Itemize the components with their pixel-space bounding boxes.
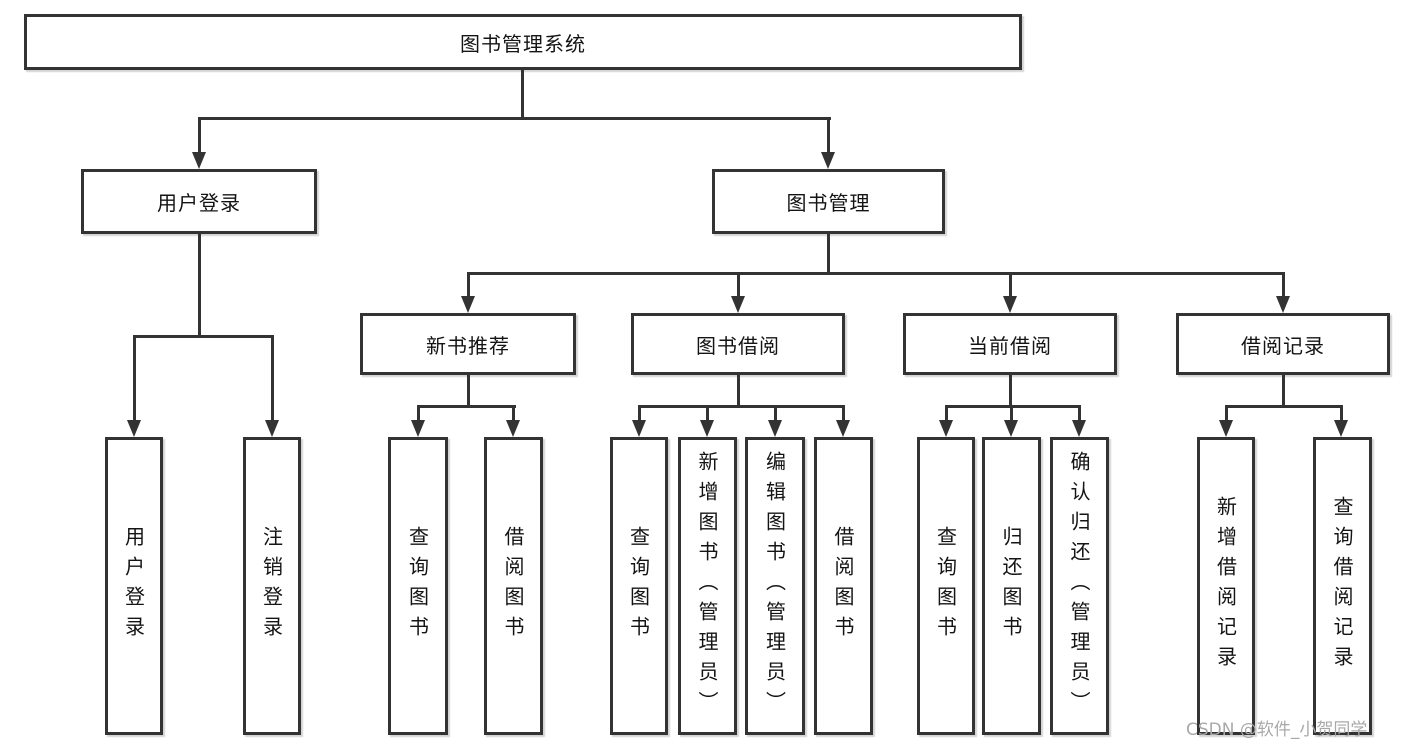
connector-line — [198, 234, 201, 338]
connector-line — [1225, 405, 1228, 423]
node-label: 用户登录 — [121, 526, 146, 646]
connector-line — [467, 272, 1285, 275]
connector-line — [706, 405, 709, 423]
arrowhead-icon — [506, 420, 520, 437]
arrowhead-icon — [632, 420, 646, 437]
node-label: 查询借阅记录 — [1330, 496, 1354, 676]
leaf-user-login: 用户登录 — [105, 437, 163, 735]
arrowhead-icon — [1276, 296, 1290, 313]
node-label: 借阅图书 — [831, 526, 855, 646]
connector-line — [467, 375, 470, 408]
connector-line — [1010, 405, 1013, 423]
connector-line — [1340, 405, 1343, 423]
leaf-query-books-current: 查询图书 — [917, 437, 975, 735]
connector-line — [737, 375, 740, 408]
node-label: 图书管理 — [786, 191, 871, 215]
node-label: 查询图书 — [405, 526, 430, 646]
connector-line — [945, 405, 948, 423]
connector-line — [133, 335, 274, 338]
node-label: 确认归还（管理员） — [1067, 451, 1091, 721]
arrowhead-icon — [731, 296, 745, 313]
node-label: 注销登录 — [259, 526, 284, 646]
connector-line — [133, 335, 136, 423]
node-current-borrowing: 当前借阅 — [903, 313, 1117, 375]
node-label: 借阅图书 — [501, 526, 525, 646]
arrowhead-icon — [836, 420, 850, 437]
leaf-return-books: 归还图书 — [982, 437, 1041, 735]
connector-line — [1009, 375, 1012, 408]
connector-line — [271, 335, 274, 423]
connector-line — [638, 405, 845, 408]
node-label: 图书管理系统 — [460, 31, 586, 56]
leaf-logout: 注销登录 — [243, 437, 301, 735]
leaf-confirm-return-admin: 确认归还（管理员） — [1050, 437, 1109, 735]
connector-line — [737, 272, 740, 300]
leaf-query-borrowing-record: 查询借阅记录 — [1313, 437, 1372, 735]
node-borrowing-records: 借阅记录 — [1176, 313, 1390, 375]
arrowhead-icon — [1072, 420, 1086, 437]
node-label: 借阅记录 — [1241, 333, 1325, 358]
arrowhead-icon — [192, 152, 206, 169]
arrowhead-icon — [1004, 420, 1018, 437]
arrowhead-icon — [1219, 420, 1233, 437]
connector-line — [1282, 272, 1285, 300]
arrowhead-icon — [1003, 296, 1017, 313]
leaf-borrow-books-recommendation: 借阅图书 — [484, 437, 543, 735]
connector-line — [417, 405, 420, 423]
arrowhead-icon — [700, 420, 714, 437]
node-label: 新书推荐 — [426, 333, 510, 358]
node-label: 编辑图书（管理员） — [762, 451, 787, 721]
connector-line — [1009, 272, 1012, 300]
node-new-book-recommendation: 新书推荐 — [360, 313, 576, 375]
arrowhead-icon — [1334, 420, 1348, 437]
connector-line — [827, 117, 830, 155]
node-book-management: 图书管理 — [712, 169, 945, 234]
connector-line — [512, 405, 515, 423]
leaf-query-books-borrowing: 查询图书 — [610, 437, 668, 735]
node-label: 查询图书 — [933, 526, 958, 646]
node-label: 用户登录 — [157, 191, 241, 215]
connector-line — [842, 405, 845, 423]
connector-line — [1282, 375, 1285, 408]
connector-line — [1078, 405, 1081, 423]
connector-line — [827, 234, 830, 275]
leaf-edit-book-admin: 编辑图书（管理员） — [745, 437, 805, 735]
connector-line — [198, 117, 201, 155]
arrowhead-icon — [265, 420, 279, 437]
node-label: 新增图书（管理员） — [695, 451, 719, 721]
arrowhead-icon — [411, 420, 425, 437]
node-book-borrowing: 图书借阅 — [631, 313, 845, 375]
connector-line — [467, 272, 470, 300]
connector-line — [417, 405, 516, 408]
node-label: 图书借阅 — [696, 333, 780, 358]
connector-line — [774, 405, 777, 423]
csdn-watermark: CSDN @软件_小贺同学 — [1186, 720, 1368, 740]
node-library-management-system: 图书管理系统 — [24, 14, 1022, 70]
arrowhead-icon — [939, 420, 953, 437]
connector-line — [1225, 405, 1342, 408]
leaf-add-borrowing-record: 新增借阅记录 — [1197, 437, 1255, 735]
arrowhead-icon — [461, 296, 475, 313]
node-label: 归还图书 — [999, 526, 1023, 646]
node-user-login: 用户登录 — [81, 169, 317, 234]
connector-line — [521, 70, 524, 119]
leaf-query-books-recommendation: 查询图书 — [388, 437, 448, 735]
node-label: 当前借阅 — [968, 333, 1052, 358]
node-label: 新增借阅记录 — [1213, 496, 1238, 676]
arrowhead-icon — [768, 420, 782, 437]
node-label: 查询图书 — [626, 526, 651, 646]
connector-line — [638, 405, 641, 423]
leaf-add-book-admin: 新增图书（管理员） — [678, 437, 737, 735]
arrowhead-icon — [127, 420, 141, 437]
leaf-borrow-books-borrowing: 借阅图书 — [814, 437, 873, 735]
arrowhead-icon — [821, 152, 835, 169]
connector-line — [198, 117, 831, 120]
